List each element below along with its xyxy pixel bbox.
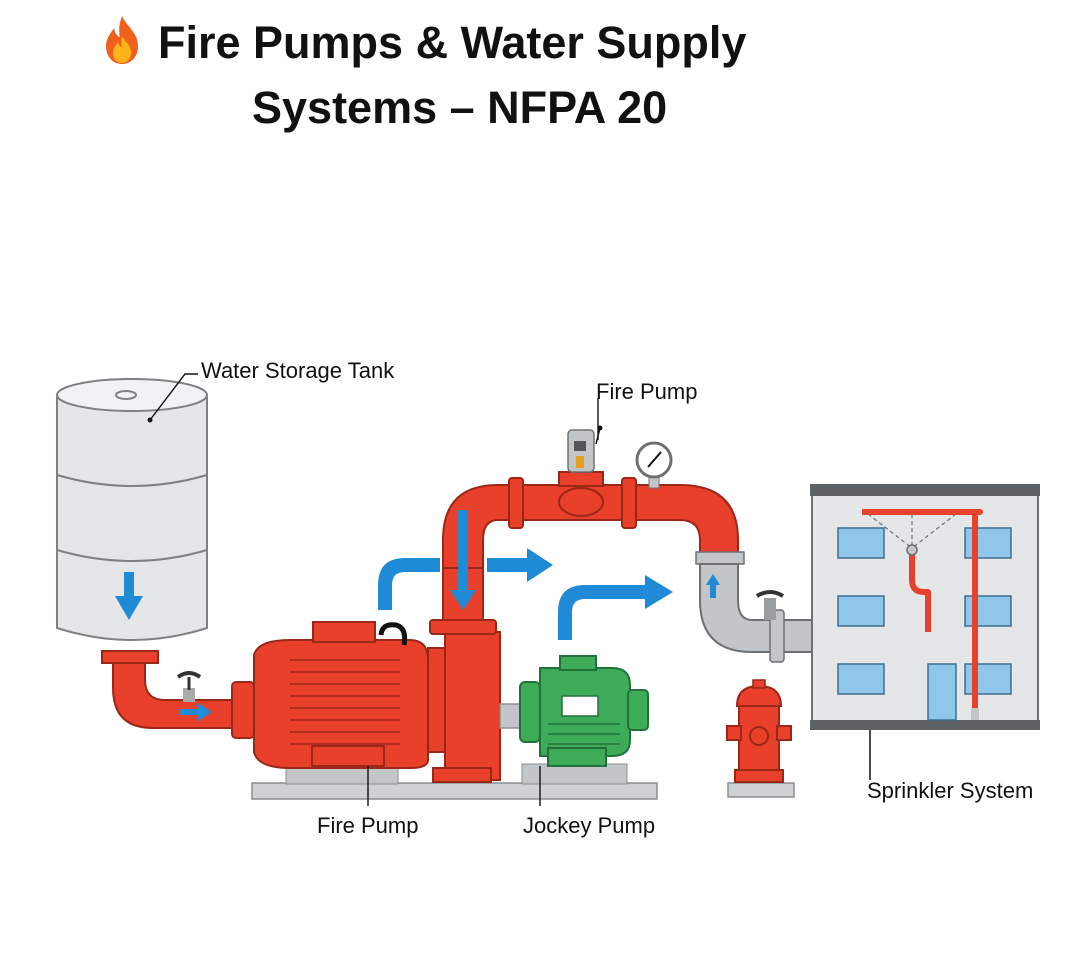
water-storage-tank: [56, 378, 208, 641]
flow-arrows: [378, 510, 673, 640]
fire-hydrant: [726, 679, 795, 798]
label-jockey-pump: Jockey Pump: [523, 813, 655, 838]
page-title-line-2: Systems – NFPA 20: [252, 82, 668, 133]
pump-base: [251, 782, 658, 800]
label-fire-pump-top: Fire Pump: [596, 379, 697, 404]
building: [810, 484, 1040, 730]
page-title-line-1: Fire Pumps & Water Supply: [100, 14, 746, 71]
discharge-pipe: [442, 425, 745, 569]
fire-pump: [231, 567, 501, 783]
label-fire-pump-bottom: Fire Pump: [317, 813, 418, 838]
jockey-pump: [499, 655, 649, 767]
suction-pipe: [101, 650, 241, 729]
leader-lines: [149, 373, 599, 806]
label-water-storage-tank: Water Storage Tank: [201, 358, 395, 383]
fire-icon: [106, 16, 138, 64]
label-sprinkler-system: Sprinkler System: [867, 778, 1033, 803]
title-text-1: Fire Pumps & Water Supply: [158, 17, 747, 68]
